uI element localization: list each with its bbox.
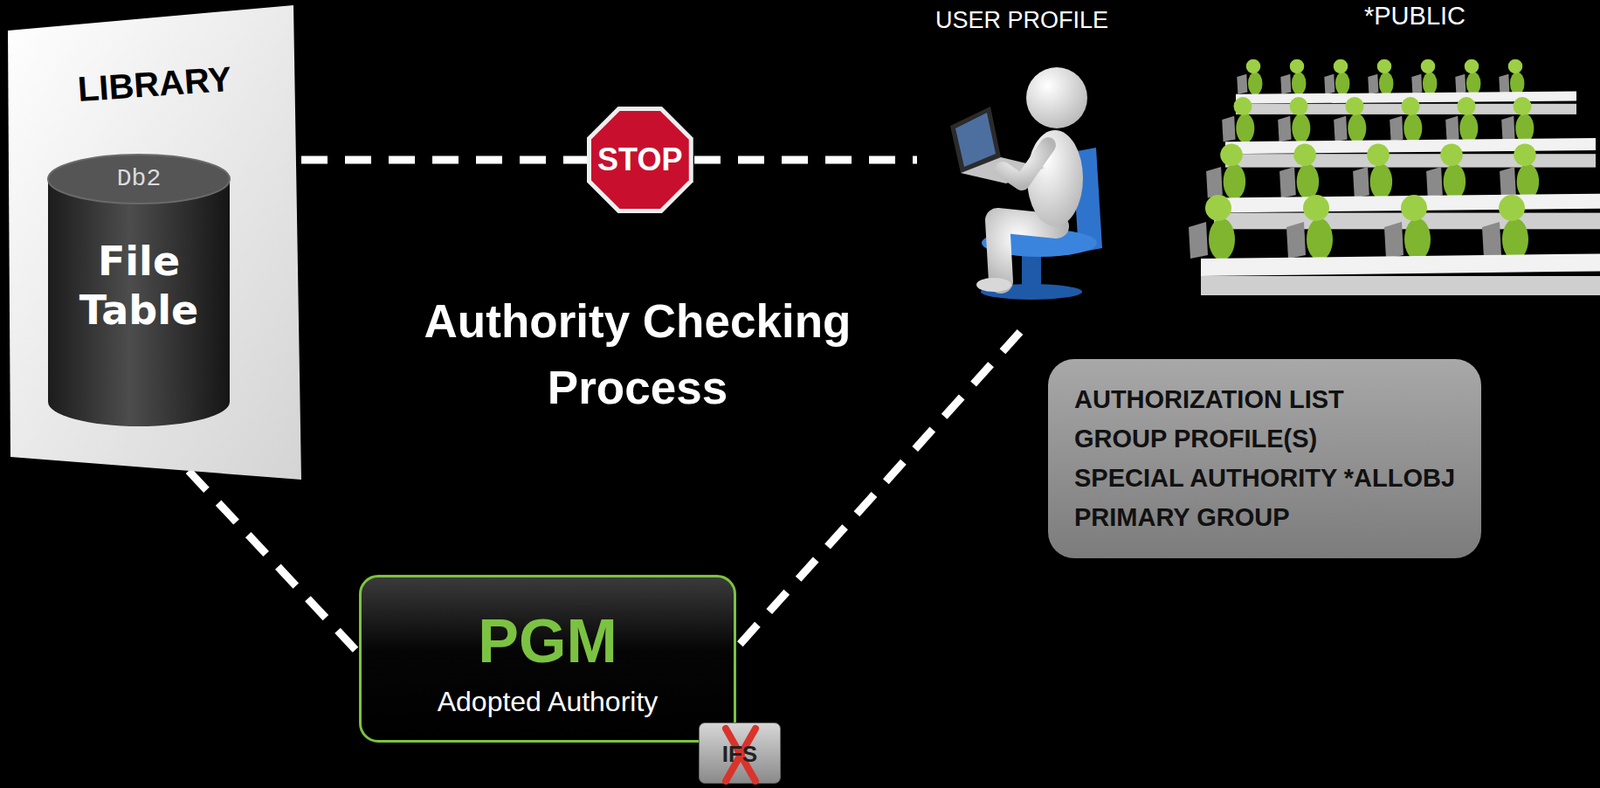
stop-sign-face: STOP xyxy=(591,110,690,209)
program-box: PGMAdopted AuthorityIFS xyxy=(358,574,737,743)
program-title: PGM xyxy=(361,608,734,674)
adopted-authority-label: Adopted Authority xyxy=(361,685,734,718)
db2-label: Db2 xyxy=(48,165,230,193)
ifs-label: IFS xyxy=(699,740,780,768)
authority-item: AUTHORIZATION LIST xyxy=(1074,379,1456,420)
edge-label: STOP xyxy=(597,141,683,179)
authority-item: SPECIAL AUTHORITY *ALLOBJ xyxy=(1074,458,1456,498)
authority-item: GROUP PROFILE(S) xyxy=(1074,419,1456,459)
authority-sources-box: AUTHORIZATION LISTGROUP PROFILE(S)SPECIA… xyxy=(1048,358,1482,559)
authority-item: PRIMARY GROUP xyxy=(1074,497,1456,538)
diagram-heading: Authority Checking Process xyxy=(366,288,909,421)
library-sheet-shape xyxy=(7,5,302,480)
dashed-connector xyxy=(736,331,1021,649)
library-panel: LIBRARYDb2File Table xyxy=(7,5,302,480)
public-heading: *PUBLIC xyxy=(1327,1,1503,31)
user-profile-figure: USER PROFILE xyxy=(917,3,1127,332)
public-crowd xyxy=(1209,0,1600,302)
dashed-connector xyxy=(188,470,359,654)
user-profile-heading: USER PROFILE xyxy=(917,6,1127,35)
db2-table-cylinder: Db2File Table xyxy=(48,152,230,428)
ifs-badge: IFS xyxy=(698,722,781,784)
file-table-label: File Table xyxy=(60,236,218,335)
public-group: *PUBLIC xyxy=(1209,0,1600,302)
stop-sign: STOP xyxy=(586,106,694,214)
user-figure xyxy=(917,3,1127,332)
